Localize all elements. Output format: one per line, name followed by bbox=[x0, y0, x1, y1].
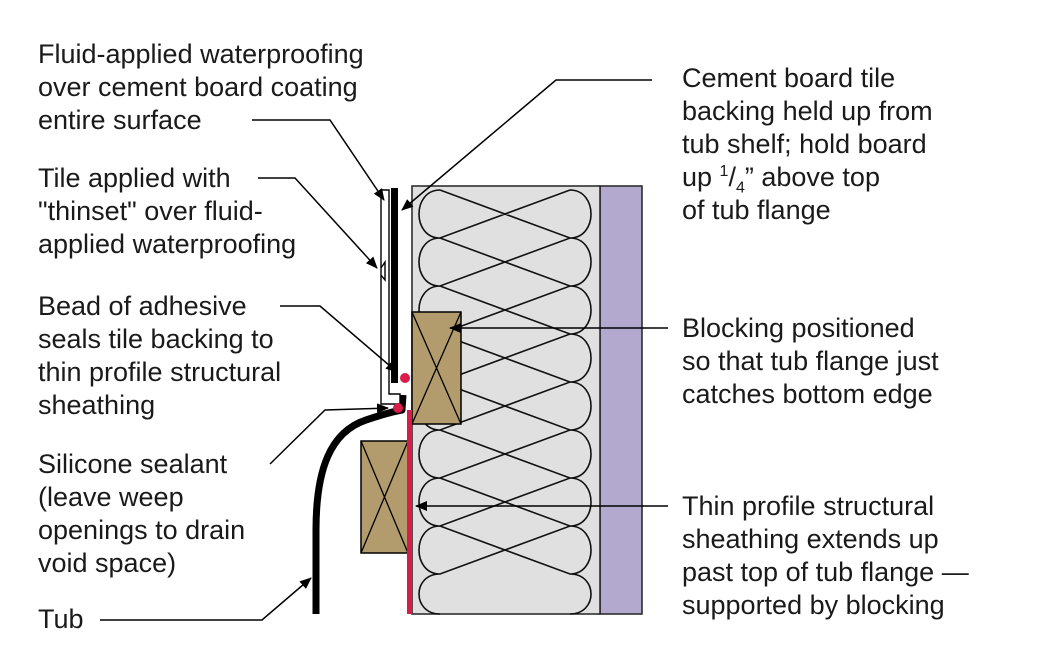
label-line: Bead of adhesive bbox=[38, 291, 247, 321]
label-line: Tile applied with bbox=[38, 163, 231, 193]
label-line: past top of tub flange — bbox=[682, 557, 969, 587]
label-line: Silicone sealant bbox=[38, 449, 228, 479]
adhesive-bead bbox=[400, 373, 410, 383]
label-line: entire surface bbox=[38, 105, 202, 135]
silicone-bead bbox=[393, 403, 403, 413]
label-line: sheathing bbox=[38, 390, 156, 420]
label-line: tub shelf; hold board bbox=[682, 129, 927, 159]
label-fluid-applied: Fluid-applied waterproofing over cement … bbox=[38, 38, 364, 137]
drywall-layer bbox=[599, 185, 643, 615]
lower-blocking bbox=[360, 440, 409, 554]
label-line: backing held up from bbox=[682, 96, 933, 126]
label-line: Tub bbox=[38, 604, 84, 634]
label-silicone: Silicone sealant (leave weep openings to… bbox=[38, 448, 245, 580]
label-tile-applied: Tile applied with "thinset" over fluid- … bbox=[38, 162, 296, 261]
leader-tile-applied bbox=[258, 177, 378, 269]
label-bead-adhesive: Bead of adhesive seals tile backing to t… bbox=[38, 290, 281, 422]
label-thin-profile: Thin profile structural sheathing extend… bbox=[682, 490, 969, 622]
upper-blocking bbox=[411, 311, 462, 425]
label-line: openings to drain bbox=[38, 515, 246, 545]
label-line: over cement board coating bbox=[38, 72, 358, 102]
leader-fluid-applied bbox=[252, 119, 385, 201]
insulation-pattern bbox=[418, 189, 592, 615]
label-line: sheathing extends up bbox=[682, 524, 939, 554]
tile-joint bbox=[380, 259, 386, 282]
label-line: Cement board tile bbox=[682, 63, 896, 93]
label-line: Thin profile structural bbox=[682, 491, 935, 521]
label-line: (leave weep bbox=[38, 482, 184, 512]
label-line-fraction: up 1/4” above top bbox=[682, 162, 880, 197]
label-text: ” above top bbox=[744, 162, 880, 192]
tub-wall bbox=[312, 394, 407, 614]
leader-cement-board bbox=[401, 79, 652, 211]
label-blocking: Blocking positioned so that tub flange j… bbox=[682, 312, 939, 411]
leader-bead-adhesive bbox=[280, 305, 398, 373]
label-line: of tub flange bbox=[682, 195, 831, 225]
label-text: up bbox=[682, 162, 720, 192]
leader-tub bbox=[100, 577, 312, 621]
label-cement-board: Cement board tile backing held up from t… bbox=[682, 62, 933, 227]
label-line: so that tub flange just bbox=[682, 346, 939, 376]
label-line: Blocking positioned bbox=[682, 313, 915, 343]
cement-board bbox=[391, 188, 398, 383]
label-line: seals tile backing to bbox=[38, 324, 274, 354]
label-tub: Tub bbox=[38, 603, 84, 636]
label-line: thin profile structural bbox=[38, 357, 282, 387]
label-line: Fluid-applied waterproofing bbox=[38, 39, 364, 69]
fraction-numerator: 1 bbox=[719, 163, 729, 180]
label-line: void space) bbox=[38, 548, 177, 578]
label-line: "thinset" over fluid- bbox=[38, 196, 263, 226]
fraction-denominator: 4 bbox=[735, 179, 745, 197]
structural-sheathing bbox=[407, 410, 412, 614]
label-line: catches bottom edge bbox=[682, 379, 933, 409]
leader-silicone bbox=[269, 403, 389, 465]
label-line: supported by blocking bbox=[682, 590, 945, 620]
label-line: applied waterproofing bbox=[38, 229, 297, 259]
